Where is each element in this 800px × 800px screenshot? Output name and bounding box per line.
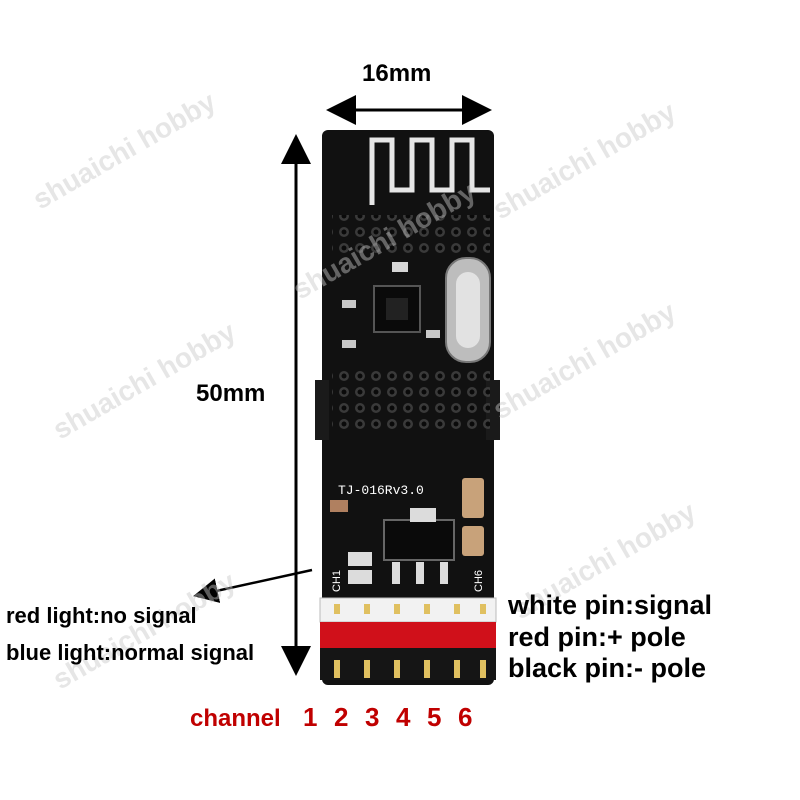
- rf-chip: [373, 285, 421, 333]
- blue-light-note: blue light:normal signal: [6, 640, 255, 665]
- red-pin-label: red pin:+ pole: [508, 622, 686, 652]
- silkscreen-ch6: CH6: [473, 570, 485, 592]
- channel-label: channel: [190, 705, 281, 732]
- black-pin-label: black pin:- pole: [508, 653, 707, 683]
- smd-components: [330, 262, 484, 584]
- led-pointer-arrow: [193, 568, 313, 603]
- width-label: 16mm: [362, 60, 432, 87]
- voltage-regulator: [383, 508, 455, 584]
- board-marking: TJ-016Rv3.0: [338, 483, 424, 498]
- antenna-trace: [369, 137, 490, 205]
- svg-text:shuaichi hobby: shuaichi hobby: [48, 565, 242, 695]
- channel-number-4: 4: [395, 702, 411, 732]
- channel-number-2: 2: [333, 702, 349, 732]
- channel-number-3: 3: [364, 702, 380, 732]
- height-label: 50mm: [196, 380, 266, 407]
- channel-number-6: 6: [457, 702, 473, 732]
- channel-number-5: 5: [426, 702, 442, 732]
- solder-pads: [332, 215, 490, 430]
- pin-headers: [319, 597, 497, 680]
- svg-text:shuaichi hobby: shuaichi hobby: [488, 295, 682, 425]
- white-pin-label: white pin:signal: [508, 590, 713, 620]
- svg-text:shuaichi hobby: shuaichi hobby: [28, 85, 222, 215]
- silkscreen-ch1: CH1: [331, 570, 343, 592]
- crystal-oscillator: [445, 257, 491, 363]
- svg-text:shuaichi hobby: shuaichi hobby: [488, 95, 682, 225]
- red-light-note: red light:no signal: [6, 603, 197, 628]
- channel-number-1: 1: [302, 702, 318, 732]
